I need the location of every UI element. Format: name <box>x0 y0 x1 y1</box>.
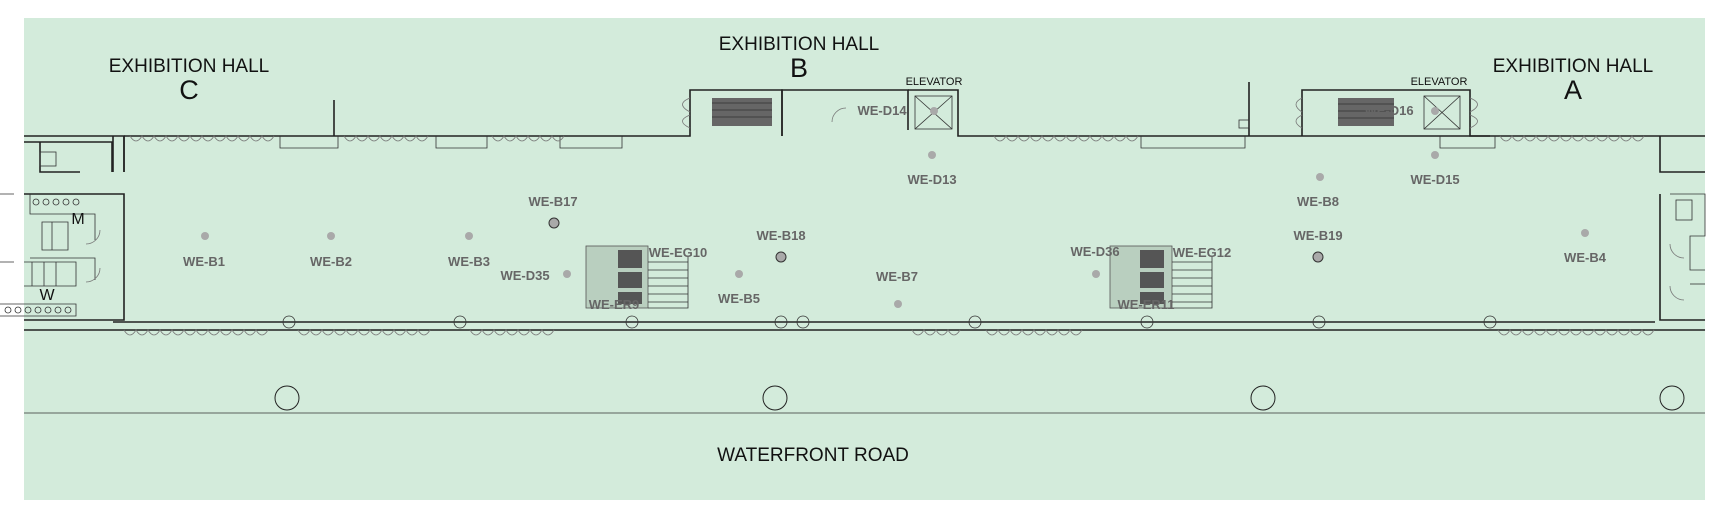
booth-dot-b5[interactable] <box>735 270 743 278</box>
east-rooms <box>1659 136 1706 321</box>
booth-label-eg12: WE-EG12 <box>1173 245 1232 260</box>
floor-area <box>24 18 1705 500</box>
west-restrooms <box>0 141 125 321</box>
booth-label-eg10: WE-EG10 <box>649 245 708 260</box>
hall-a-core <box>1238 89 1490 137</box>
booth-dot-b1[interactable] <box>201 232 209 240</box>
hall-b-letter: B <box>790 53 808 83</box>
restroom-men-label: M <box>71 211 84 228</box>
booth-dot-b7[interactable] <box>894 300 902 308</box>
hall-a-letter: A <box>1564 75 1582 105</box>
hall-b-core <box>622 89 989 137</box>
booth-label-b2: WE-B2 <box>310 254 352 269</box>
booth-markers <box>201 107 1589 308</box>
booth-dot-d15[interactable] <box>1431 151 1439 159</box>
stair-icon <box>712 98 772 126</box>
booth-dot-b8[interactable] <box>1316 173 1324 181</box>
hall-c-title: EXHIBITION HALL <box>109 56 270 77</box>
booth-label-d13: WE-D13 <box>907 172 956 187</box>
road-label: WATERFRONT ROAD <box>717 445 909 466</box>
booth-dot-b2[interactable] <box>327 232 335 240</box>
booth-label-d15: WE-D15 <box>1410 172 1459 187</box>
booth-dot-b17[interactable] <box>548 217 560 229</box>
elevator-left-label: ELEVATOR <box>906 76 963 88</box>
booth-labels: WE-B1 WE-B2 WE-B3 WE-B4 WE-B5 WE-B7 WE-B… <box>183 103 1607 312</box>
hall-a-title: EXHIBITION HALL <box>1493 56 1654 77</box>
booth-dot-d16[interactable] <box>1431 107 1439 115</box>
south-doors <box>123 329 1655 336</box>
booth-label-b18: WE-B18 <box>756 228 805 243</box>
columns <box>282 315 1497 329</box>
booth-dot-d35[interactable] <box>563 270 571 278</box>
booth-label-b8: WE-B8 <box>1297 194 1339 209</box>
booth-dot-b18[interactable] <box>775 251 787 263</box>
escalator-block-left <box>585 245 689 309</box>
booth-label-b1: WE-B1 <box>183 254 225 269</box>
booth-label-b17: WE-B17 <box>528 194 577 209</box>
booth-dot-b3[interactable] <box>465 232 473 240</box>
booth-dot-d14[interactable] <box>930 107 938 115</box>
booth-label-b7: WE-B7 <box>876 269 918 284</box>
booth-dot-d36[interactable] <box>1092 270 1100 278</box>
booth-label-d16: WE-D16 <box>1364 103 1413 118</box>
booth-label-er11: WE-ER11 <box>1117 297 1174 312</box>
booth-label-d35: WE-D35 <box>500 268 549 283</box>
building-walls <box>24 82 1705 414</box>
booth-label-b4: WE-B4 <box>1564 250 1607 265</box>
elevator-right-label: ELEVATOR <box>1411 76 1468 88</box>
booth-label-er9: WE-ER9 <box>589 297 640 312</box>
hall-b-title: EXHIBITION HALL <box>719 34 880 55</box>
hall-c-letter: C <box>179 75 199 105</box>
north-doors <box>129 135 1645 142</box>
booth-dot-d13[interactable] <box>928 151 936 159</box>
booth-label-d36: WE-D36 <box>1070 244 1119 259</box>
booth-label-b5: WE-B5 <box>718 291 760 306</box>
booth-label-d14: WE-D14 <box>857 103 907 118</box>
booth-label-b3: WE-B3 <box>448 254 490 269</box>
booth-dot-b19[interactable] <box>1312 251 1324 263</box>
booth-dot-b4[interactable] <box>1581 229 1589 237</box>
restroom-women-label: W <box>39 287 55 304</box>
escalator-block-right <box>1109 245 1213 309</box>
stair-icon <box>1338 98 1394 126</box>
road-lamps <box>274 385 1685 411</box>
booth-label-b19: WE-B19 <box>1293 228 1342 243</box>
